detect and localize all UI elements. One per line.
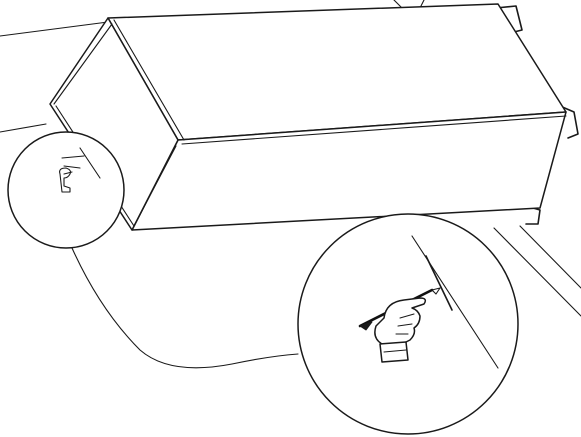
left-floor-line	[0, 123, 47, 133]
top-edge-line	[393, 0, 403, 9]
small-circle-edge-line	[79, 147, 101, 179]
finger-line-1	[399, 313, 415, 319]
edge-highlight-5	[53, 23, 113, 105]
hand-with-pencil-icon	[358, 287, 441, 363]
floor-line-right	[493, 227, 581, 317]
bracket-middle	[559, 105, 579, 139]
cabinet-end-face	[49, 17, 179, 231]
pencil-end	[359, 321, 373, 331]
edge-highlight-3	[133, 145, 177, 227]
detail-connector-curve	[71, 247, 299, 369]
edge-highlight-2	[181, 115, 567, 145]
hand-cuff	[379, 341, 409, 363]
floor-lines	[0, 0, 581, 317]
bracket-top	[495, 5, 523, 33]
small-magnifier-circle	[7, 131, 125, 249]
edge-highlight-1	[113, 19, 185, 141]
large-circle-mark-line	[425, 255, 453, 311]
wall-edge-line	[0, 21, 109, 37]
finger-line-2	[397, 323, 413, 327]
small-circle-mark-line	[61, 155, 85, 159]
detail-circle-large	[297, 213, 519, 435]
cuff-line	[383, 349, 407, 353]
detail-circle-small	[7, 131, 125, 249]
floor-line-right-2	[519, 225, 581, 289]
cabinet-box	[49, 3, 567, 231]
hand-with-pencil-icon	[59, 165, 81, 193]
pencil-tip	[431, 287, 441, 295]
